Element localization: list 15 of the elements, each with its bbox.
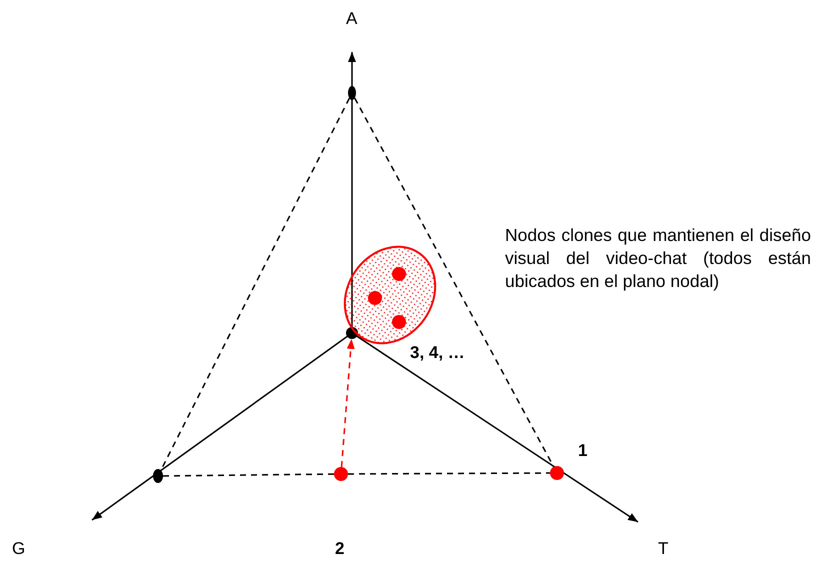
cluster-ellipse: [342, 243, 438, 347]
point-label: 1: [578, 440, 588, 462]
dashed-line: [348, 472, 550, 475]
point-dot: [334, 467, 348, 481]
axis-label: 2: [335, 538, 344, 560]
dashed-line: [163, 473, 334, 477]
point-dot: [348, 86, 356, 100]
point-dot: [550, 466, 564, 480]
point-dot: [153, 469, 163, 483]
arrow: [340, 338, 355, 468]
axis-label: G: [12, 538, 26, 560]
point-label: 3, 4, …: [410, 342, 465, 364]
annotation-text: Nodos clones que mantienen el diseño visual del video-chat (todos están ubicados en el plano nodal): [505, 224, 811, 293]
axis-label: T: [658, 538, 668, 560]
axis-label: A: [346, 8, 358, 30]
